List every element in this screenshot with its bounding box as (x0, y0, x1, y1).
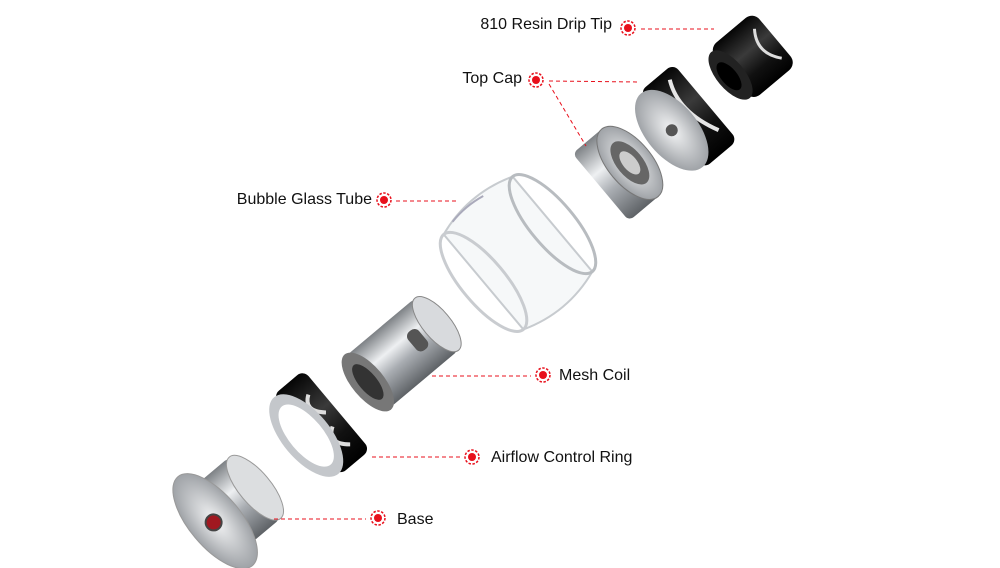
marker-icon (535, 367, 551, 383)
glass-tube-part (438, 173, 598, 333)
label-top-cap: Top Cap (462, 70, 522, 87)
drip-tip-part (708, 15, 793, 100)
marker-icon (370, 510, 386, 526)
marker-icon (528, 72, 544, 88)
base-part (172, 454, 284, 568)
marker-icon (376, 192, 392, 208)
top-cap-part (635, 66, 735, 171)
leader-top-cap (548, 80, 641, 83)
leader-lines (274, 28, 714, 520)
label-glass-tube: Bubble Glass Tube (236, 191, 372, 208)
marker-icon (620, 20, 636, 36)
markers (370, 20, 636, 526)
label-base: Base (397, 511, 434, 528)
marker-icon (464, 449, 480, 465)
top-cap-inner-part (574, 125, 664, 219)
label-drip-tip: 810 Resin Drip Tip (480, 16, 612, 33)
airflow-ring-part (269, 373, 368, 477)
label-mesh-coil: Mesh Coil (559, 367, 631, 384)
label-airflow-ring: Airflow Control Ring (491, 449, 633, 466)
mesh-coil-part (341, 296, 462, 412)
leader-top-cap-inner (548, 83, 587, 147)
